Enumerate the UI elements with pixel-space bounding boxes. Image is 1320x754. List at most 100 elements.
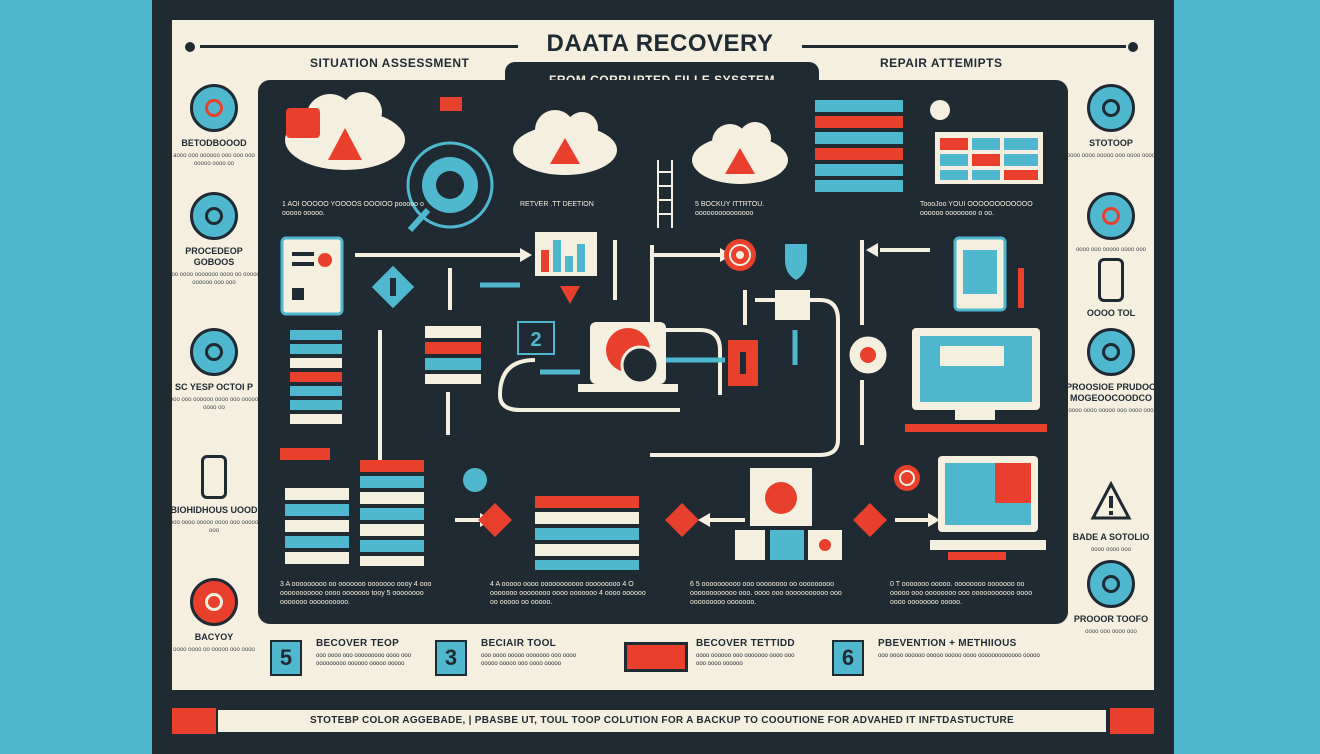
pin-icon xyxy=(1087,192,1135,240)
caption-3: 5 BOCKUY ITTRTOU. ooooooooooooooo xyxy=(695,201,765,217)
step-number: 5 xyxy=(270,640,302,676)
page-title: DAATA RECOVERY xyxy=(546,30,774,57)
header-rule xyxy=(802,45,1126,48)
left-item-4: BIOHIDHOUS UOOD ooo oooo ooooo oooo ooo … xyxy=(166,455,262,535)
header-left: SITUATION ASSESSMENT xyxy=(310,56,470,70)
right-item-5: BADE A SOTOLIO oooo oooo ooo xyxy=(1063,478,1159,554)
server-stack xyxy=(290,330,342,424)
step-title: PBEVENTION + METHIIOUS xyxy=(878,638,1017,649)
alert-box xyxy=(286,108,320,138)
right-item-text: oooo oooo ooo xyxy=(1090,547,1132,553)
numbered-box xyxy=(517,321,555,355)
recovery-device-icon xyxy=(624,642,688,672)
server-stack xyxy=(425,326,481,384)
step-number: 6 xyxy=(832,640,864,676)
settings-icon xyxy=(1087,560,1135,608)
left-item-text: ooo oooo ooooo oooo ooo ooooo ooo xyxy=(169,520,259,534)
monitor-icon xyxy=(930,456,1046,560)
ladder-icon xyxy=(657,160,673,228)
right-item-label: BADE A SOTOLIO xyxy=(1072,532,1150,542)
laptop-icon xyxy=(578,322,678,392)
warning-icon xyxy=(1087,478,1135,526)
shield-icon xyxy=(1087,328,1135,376)
server-stack xyxy=(535,496,639,570)
left-item-label: BACYOY xyxy=(194,632,234,642)
bar-chart-icon xyxy=(535,232,597,276)
caption-1: 1 AOI OOOOO YOOOOS OOOIOO pooooo o ooooo… xyxy=(282,201,424,217)
target-icon xyxy=(724,239,756,271)
caption-5: 3 A ooooooooo oo ooooooo ooooooo oooy 4 … xyxy=(280,581,432,606)
right-item-label: PROOSIOE PRUDOO MOGEOOCOODCO xyxy=(1065,382,1156,403)
right-item-text: oooo ooo ooooo oooo ooo xyxy=(1075,247,1147,253)
right-item-2: oooo ooo ooooo oooo ooo xyxy=(1063,192,1159,254)
right-item-text: oooo oooo ooooo ooo oooo oooo xyxy=(1066,153,1156,159)
device-icon xyxy=(201,455,227,499)
left-item-text: ooo ooo oooooo oooo ooo ooooo oooo oo xyxy=(169,397,259,411)
step-text: oooo oooooo ooo ooooooo oooo ooo ooo ooo… xyxy=(696,653,795,667)
recovery-box xyxy=(735,468,842,560)
header-right: REPAIR ATTEMIPTS xyxy=(880,56,1003,70)
step-title: BECOVER TEOP xyxy=(316,638,400,649)
diamond-icon xyxy=(853,503,887,537)
left-item-5: BACYOY oooo oooo oo ooooo ooo oooo xyxy=(166,578,262,654)
down-arrow xyxy=(560,286,580,304)
network-icon xyxy=(1087,84,1135,132)
right-item-4: PROOSIOE PRUDOO MOGEOOCOODCO oooo oooo o… xyxy=(1063,328,1159,415)
left-item-label: BIOHIDHOUS UOOD xyxy=(170,505,258,515)
box-number: 2 xyxy=(530,329,541,351)
right-item-text: oooo oooo ooooo ooo oooo ooo xyxy=(1068,408,1154,414)
left-item-text: oooo oooo oo ooooo ooo oooo xyxy=(173,647,255,653)
step-title: BECOVER TETTIDD xyxy=(696,638,795,649)
diamond-icon xyxy=(371,265,415,309)
left-item-text: aooo ooo oooooo ooo ooo ooo ooooo oooo o… xyxy=(173,153,255,167)
diamond-icon xyxy=(478,503,512,537)
right-item-label: PROOOR TOOFO xyxy=(1073,614,1149,624)
left-item-label: PROCEDEOP GOBOOS xyxy=(185,246,243,267)
server-stack xyxy=(285,460,424,566)
footer-banner: STOTEBP COLOR AGGEBADE, | PBASBE UT, TOU… xyxy=(216,708,1108,734)
clipboard-icon xyxy=(280,236,344,316)
banner-accent xyxy=(172,708,216,734)
caption-2: RETVER .TT DEETION xyxy=(520,201,594,208)
question-card xyxy=(775,290,810,320)
header-rule xyxy=(200,45,518,48)
target-icon xyxy=(894,465,920,491)
left-item-label: SC YESP OCTOI P xyxy=(174,382,254,392)
caption-6: 4 A ooooo oooo ooooooooooo ooooooooo 4 O… xyxy=(490,581,646,606)
cloud-warning-icon xyxy=(692,122,788,184)
plus-icon xyxy=(930,100,950,120)
caption-7: 6 5 oooooooooo ooo oooooooo oo ooooooooo… xyxy=(690,581,842,606)
right-item-6: PROOOR TOOFO oooo ooo oooo ooo xyxy=(1063,560,1159,636)
step-number: 3 xyxy=(435,640,467,676)
swirl-icon xyxy=(463,468,487,492)
banner-accent xyxy=(1110,708,1154,734)
red-block xyxy=(280,448,330,460)
tool-pencil xyxy=(1018,268,1024,308)
red-tag xyxy=(440,97,462,111)
right-item-text: oooo ooo oooo ooo xyxy=(1085,629,1137,635)
left-item-label: BETODBOOOD xyxy=(181,138,247,148)
monitor-icon xyxy=(905,328,1047,432)
link-icon xyxy=(190,328,238,376)
corner-dot xyxy=(185,42,195,52)
step-text: ooo oooo ooooo ooooooo ooo oooo ooooo oo… xyxy=(481,653,577,667)
alert-icon xyxy=(190,578,238,626)
cloud-warning-icon xyxy=(513,110,617,175)
database-grid xyxy=(935,132,1043,184)
server-stack xyxy=(815,100,903,192)
step-title: BECIAIR TOOL xyxy=(481,638,557,649)
teal-arrows xyxy=(480,282,798,375)
caption-8: 0 T ooooooo ooooo. oooooooo ooooooo oo o… xyxy=(890,581,1033,606)
left-item-2: PROCEDEOP GOBOOS ooo oooo ooooooo oooo o… xyxy=(166,192,262,287)
left-item-1: BETODBOOOD aooo ooo oooooo ooo ooo ooo o… xyxy=(166,84,262,168)
phone-icon xyxy=(1098,258,1124,302)
tablet-icon xyxy=(953,236,1007,312)
magnifier-icon xyxy=(406,141,494,233)
corner-dot xyxy=(1128,42,1138,52)
right-item-1: STOTOOP oooo oooo ooooo ooo oooo oooo xyxy=(1063,84,1159,160)
right-item-label: STOTOOP xyxy=(1089,138,1133,148)
step-text: ooo oooo ooo ooooooooo oooo ooo oooooooo… xyxy=(316,653,412,667)
diamond-icon xyxy=(665,503,699,537)
right-item-label: OOOO TOL xyxy=(1086,308,1136,318)
